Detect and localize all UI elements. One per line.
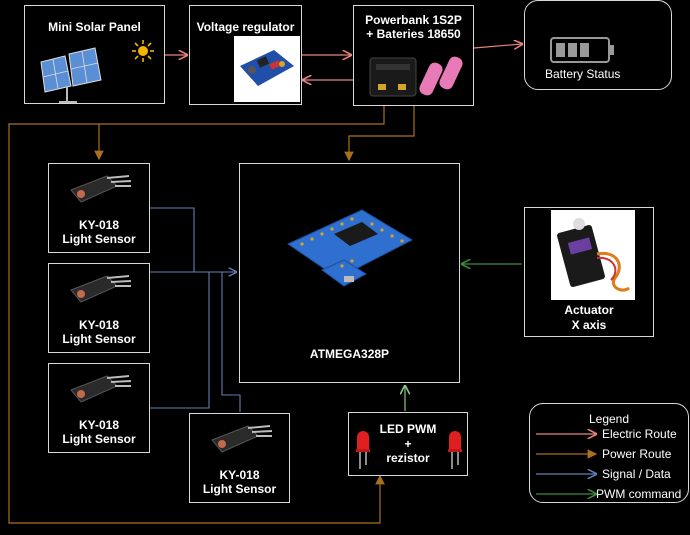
legend-item-power: Power Route <box>530 446 690 462</box>
light-sensor-image <box>70 375 132 403</box>
actuator-label-line1: Actuator <box>564 303 614 317</box>
led-pwm-label-line2: + <box>404 437 412 451</box>
led-pwm-label-line1: LED PWM <box>379 422 437 436</box>
battery-status-label: Battery Status <box>545 67 621 81</box>
light-sensor-1-label-line2: Light Sensor <box>62 232 136 246</box>
light-sensor-3-node[interactable]: KY-018 Light Sensor <box>48 363 150 453</box>
led-pwm-node[interactable]: LED PWM + rezistor <box>348 412 468 476</box>
led-left-icon <box>356 431 370 469</box>
mcu-node[interactable]: ATMEGA328P <box>239 163 460 383</box>
wire-sensor3-signal <box>150 272 210 409</box>
legend-item-electric: Electric Route <box>530 426 690 442</box>
legend-item-pwm: PWM command <box>530 486 690 502</box>
servo-image <box>551 210 635 300</box>
legend-pwm-arrow-icon <box>536 486 602 502</box>
wire-power-to-sensor <box>94 106 385 161</box>
legend-box: Legend Electric Route Power Route Signal… <box>529 403 689 503</box>
legend-item-label: Power Route <box>602 447 672 461</box>
legend-item-label: PWM command <box>596 487 682 501</box>
legend-title: Legend <box>588 412 630 426</box>
actuator-label-line2: X axis <box>571 318 607 332</box>
solar-panel-label: Mini Solar Panel <box>48 20 141 34</box>
legend-item-signal: Signal / Data <box>530 466 690 482</box>
mcu-label: ATMEGA328P <box>309 347 390 361</box>
powerbank-image <box>369 56 463 97</box>
light-sensor-3-label-line1: KY-018 <box>78 418 120 432</box>
light-sensor-image <box>70 175 132 203</box>
light-sensor-4-node[interactable]: KY-018 Light Sensor <box>189 413 290 503</box>
light-sensor-2-label-line1: KY-018 <box>78 318 120 332</box>
solar-panel-node[interactable]: Mini Solar Panel <box>24 5 165 104</box>
mcu-board-image <box>286 209 414 287</box>
light-sensor-image <box>70 275 132 303</box>
battery-icon <box>550 37 614 63</box>
legend-signal-arrow-icon <box>536 466 602 482</box>
powerbank-label-line2: + Bateries 18650 <box>366 27 461 41</box>
light-sensor-2-node[interactable]: KY-018 Light Sensor <box>48 263 150 353</box>
actuator-node[interactable]: Actuator X axis <box>524 207 654 337</box>
regulator-image <box>234 36 300 102</box>
light-sensor-4-label-line1: KY-018 <box>219 468 260 482</box>
light-sensor-3-label-line2: Light Sensor <box>62 432 136 446</box>
powerbank-node[interactable]: Powerbank 1S2P + Bateries 18650 <box>353 5 474 106</box>
wire-sensor1-signal <box>150 207 195 272</box>
light-sensor-4-label-line2: Light Sensor <box>202 482 277 496</box>
light-sensor-image <box>211 425 273 453</box>
legend-item-label: Signal / Data <box>602 467 671 481</box>
led-pwm-label-line3: rezistor <box>386 451 430 465</box>
wire-sensor4-signal <box>221 272 241 412</box>
voltage-regulator-label: Voltage regulator <box>196 20 295 34</box>
light-sensor-2-label-line2: Light Sensor <box>62 332 136 346</box>
light-sensor-1-node[interactable]: KY-018 Light Sensor <box>48 163 150 253</box>
legend-electric-arrow-icon <box>536 426 602 442</box>
sun-icon <box>132 40 154 62</box>
powerbank-label-line1: Powerbank 1S2P <box>365 13 462 27</box>
solar-panel-icon <box>40 47 102 103</box>
legend-power-arrow-icon <box>536 449 598 459</box>
legend-item-label: Electric Route <box>602 427 677 441</box>
led-right-icon <box>448 431 462 469</box>
light-sensor-1-label-line1: KY-018 <box>78 218 120 232</box>
wire-power-to-mcu <box>344 106 415 162</box>
wire-powerbank-to-battery <box>473 44 522 48</box>
battery-status-node[interactable]: Battery Status <box>524 0 672 90</box>
voltage-regulator-node[interactable]: Voltage regulator <box>189 5 302 105</box>
